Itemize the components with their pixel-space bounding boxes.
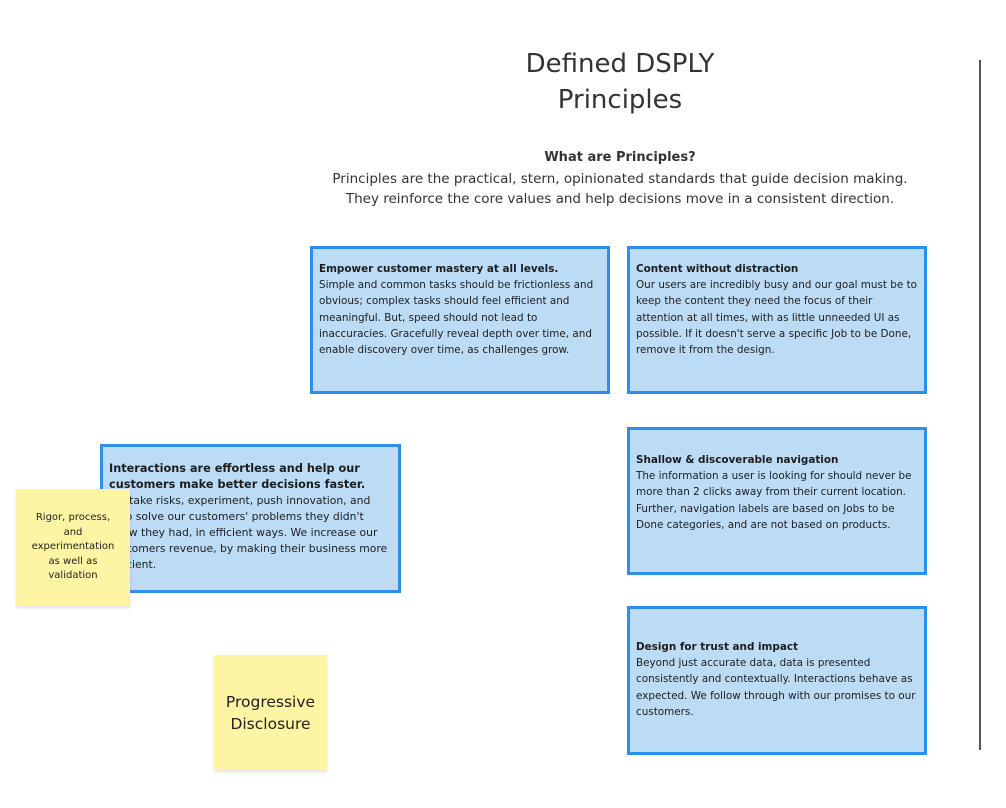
principle-card-content-without-distraction[interactable]: Content without distraction Our users ar… <box>627 246 927 394</box>
card-body: We take risks, experiment, push innovati… <box>109 494 388 571</box>
divider-line <box>979 60 981 750</box>
principle-card-effortless-interactions[interactable]: Interactions are effortless and help our… <box>100 444 401 593</box>
principle-card-trust-and-impact[interactable]: Design for trust and impact Beyond just … <box>627 606 927 755</box>
intro-line-1: Principles are the practical, stern, opi… <box>332 171 908 187</box>
title-line-1: Defined DSPLY <box>525 49 715 79</box>
card-title: Interactions are effortless and help our… <box>109 462 366 491</box>
card-body: Beyond just accurate data, data is prese… <box>636 657 916 718</box>
intro-line-2: They reinforce the core values and help … <box>345 191 895 207</box>
intro-question: What are Principles? <box>544 150 696 165</box>
sticky-note-text: Progressive Disclosure <box>225 692 316 733</box>
sticky-note-text: Rigor, process, and experimentation as w… <box>31 512 115 582</box>
card-title: Design for trust and impact <box>636 641 798 653</box>
card-title: Shallow & discoverable navigation <box>636 454 839 466</box>
card-title: Empower customer mastery at all levels. <box>319 263 559 275</box>
card-body: Simple and common tasks should be fricti… <box>319 279 594 357</box>
sticky-note-progressive-disclosure[interactable]: Progressive Disclosure <box>214 655 327 770</box>
sticky-note-rigor[interactable]: Rigor, process, and experimentation as w… <box>16 489 130 606</box>
principle-card-shallow-navigation[interactable]: Shallow & discoverable navigation The in… <box>627 427 927 575</box>
intro-block: What are Principles? Principles are the … <box>300 149 940 209</box>
intro-description: Principles are the practical, stern, opi… <box>300 169 940 209</box>
title-line-2: Principles <box>557 85 683 115</box>
card-body: The information a user is looking for sh… <box>636 470 912 531</box>
card-body: Our users are incredibly busy and our go… <box>636 279 918 357</box>
page-title: Defined DSPLY Principles <box>470 46 770 118</box>
principle-card-customer-mastery[interactable]: Empower customer mastery at all levels. … <box>310 246 610 394</box>
card-title: Content without distraction <box>636 263 799 275</box>
